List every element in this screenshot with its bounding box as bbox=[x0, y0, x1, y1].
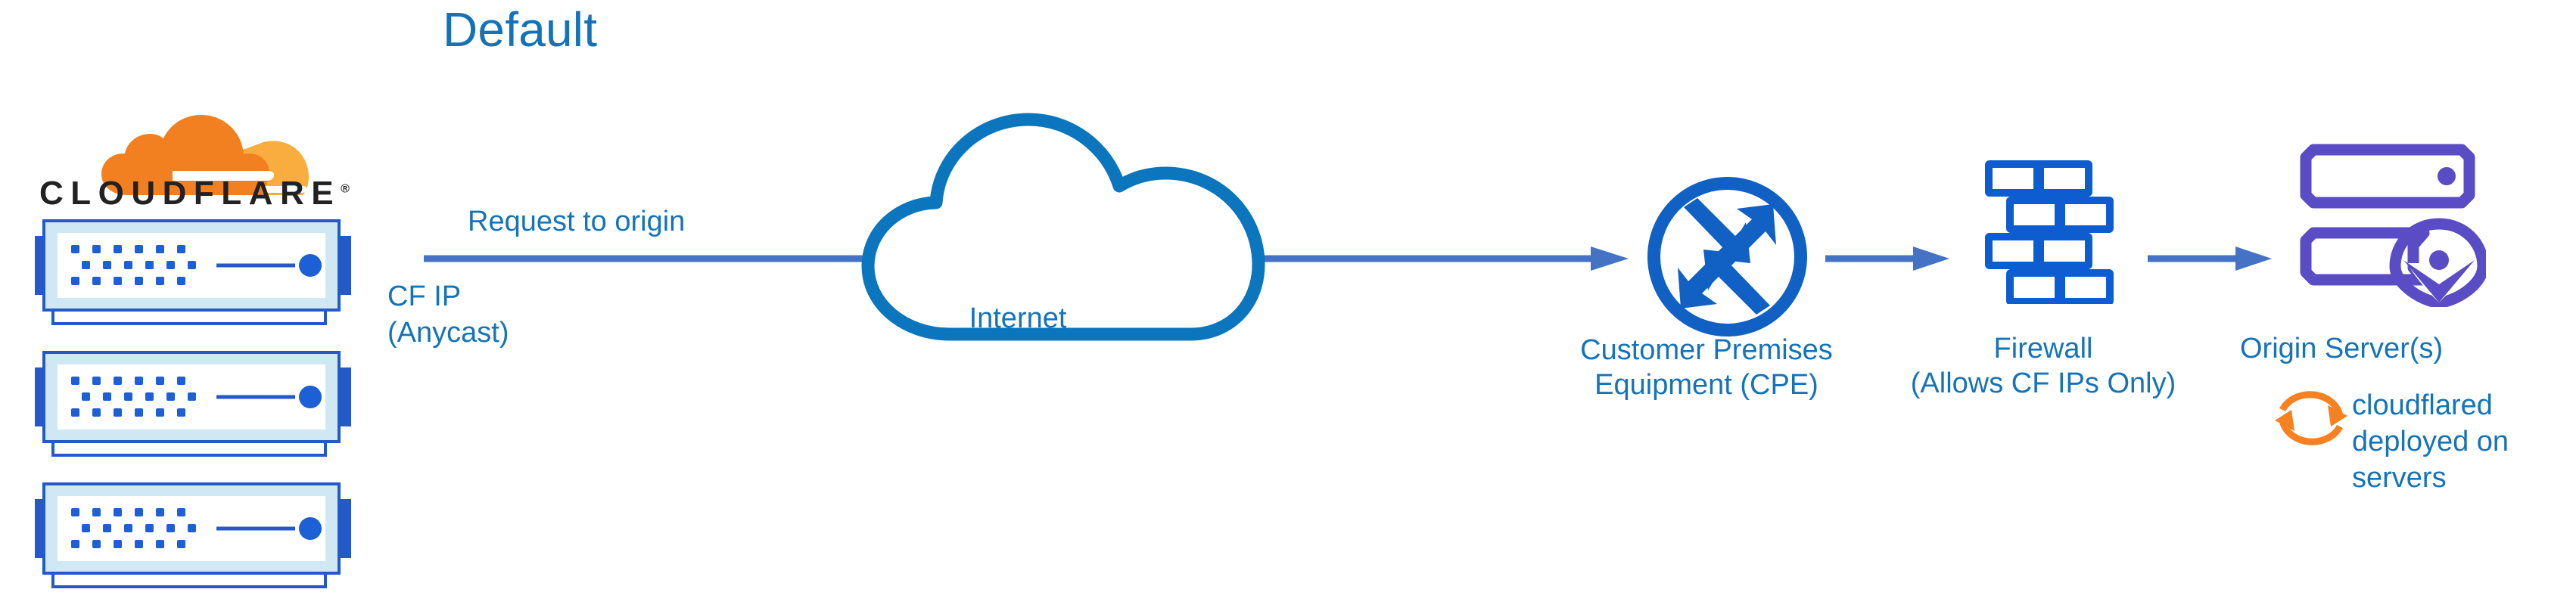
annotation-cloudflared-line2: deployed on bbox=[2352, 426, 2509, 457]
annotation-cloudflared-line1: cloudflared bbox=[2352, 389, 2493, 421]
node-label-firewall: Firewall (Allows CF IPs Only) bbox=[1846, 331, 2240, 401]
brick-wall-firewall-icon bbox=[1971, 153, 2123, 308]
page-title: Default bbox=[443, 2, 598, 57]
cloudflare-wordmark-text: CLOUDFLARE bbox=[39, 175, 341, 212]
cloudflare-wordmark: CLOUDFLARE® bbox=[39, 175, 350, 212]
annotation-cf-ip: CF IP (Anycast) bbox=[387, 278, 509, 351]
annotation-cloudflared-line3: servers bbox=[2352, 462, 2447, 494]
server-rack-icon bbox=[32, 478, 365, 595]
cloudflare-cloud-logo-icon bbox=[36, 113, 354, 219]
node-label-internet: Internet bbox=[969, 302, 1067, 334]
registered-mark: ® bbox=[341, 182, 350, 196]
node-label-firewall-line1: Firewall bbox=[1993, 333, 2093, 364]
cloud-icon bbox=[851, 107, 1275, 353]
connector-arrow-firewall-to-origin bbox=[2148, 243, 2276, 278]
annotation-cloudflared: cloudflared deployed on servers bbox=[2352, 387, 2509, 496]
node-label-origin: Origin Server(s) bbox=[2240, 333, 2444, 364]
origin-server-location-icon bbox=[2297, 141, 2489, 311]
node-label-cpe: Customer Premises Equipment (CPE) bbox=[1495, 333, 1918, 402]
connector-arrow-cpe-to-firewall bbox=[1825, 243, 1954, 278]
server-rack-icon bbox=[32, 346, 365, 464]
node-label-cpe-line1: Customer Premises bbox=[1580, 334, 1833, 366]
node-label-cpe-line2: Equipment (CPE) bbox=[1594, 369, 1818, 401]
router-icon bbox=[1646, 175, 1809, 342]
annotation-cf-ip-line1: CF IP bbox=[387, 281, 462, 312]
server-rack-icon bbox=[32, 215, 365, 332]
node-label-firewall-line2: (Allows CF IPs Only) bbox=[1910, 367, 2176, 399]
annotation-request-to-origin: Request to origin bbox=[468, 206, 686, 237]
annotation-cf-ip-line2: (Anycast) bbox=[387, 317, 509, 349]
sync-refresh-icon bbox=[2275, 383, 2347, 459]
